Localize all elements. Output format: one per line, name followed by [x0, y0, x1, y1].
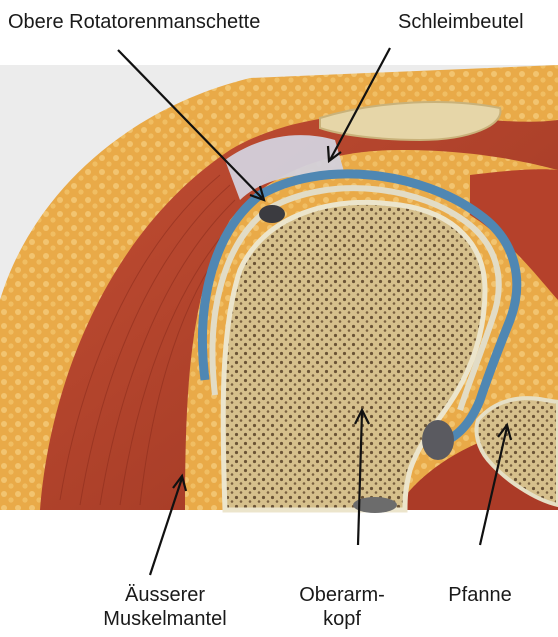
label-muscle-mantle-line2: Muskelmantel	[80, 607, 250, 631]
label-bursa: Schleimbeutel	[398, 10, 524, 34]
label-rotator-cuff: Obere Rotatorenmanschette	[8, 10, 260, 34]
label-humeral-head-line1: Oberarm-	[282, 583, 402, 607]
label-glenoid: Pfanne	[425, 583, 535, 607]
label-muscle-mantle: Äusserer Muskelmantel	[80, 583, 250, 631]
label-muscle-mantle-line1: Äusserer	[80, 583, 250, 607]
bursa-dark-spot	[259, 205, 285, 223]
label-humeral-head: Oberarm- kopf	[282, 583, 402, 631]
illustration-photo	[0, 65, 558, 513]
label-humeral-head-line2: kopf	[282, 607, 402, 631]
labrum	[422, 420, 454, 460]
